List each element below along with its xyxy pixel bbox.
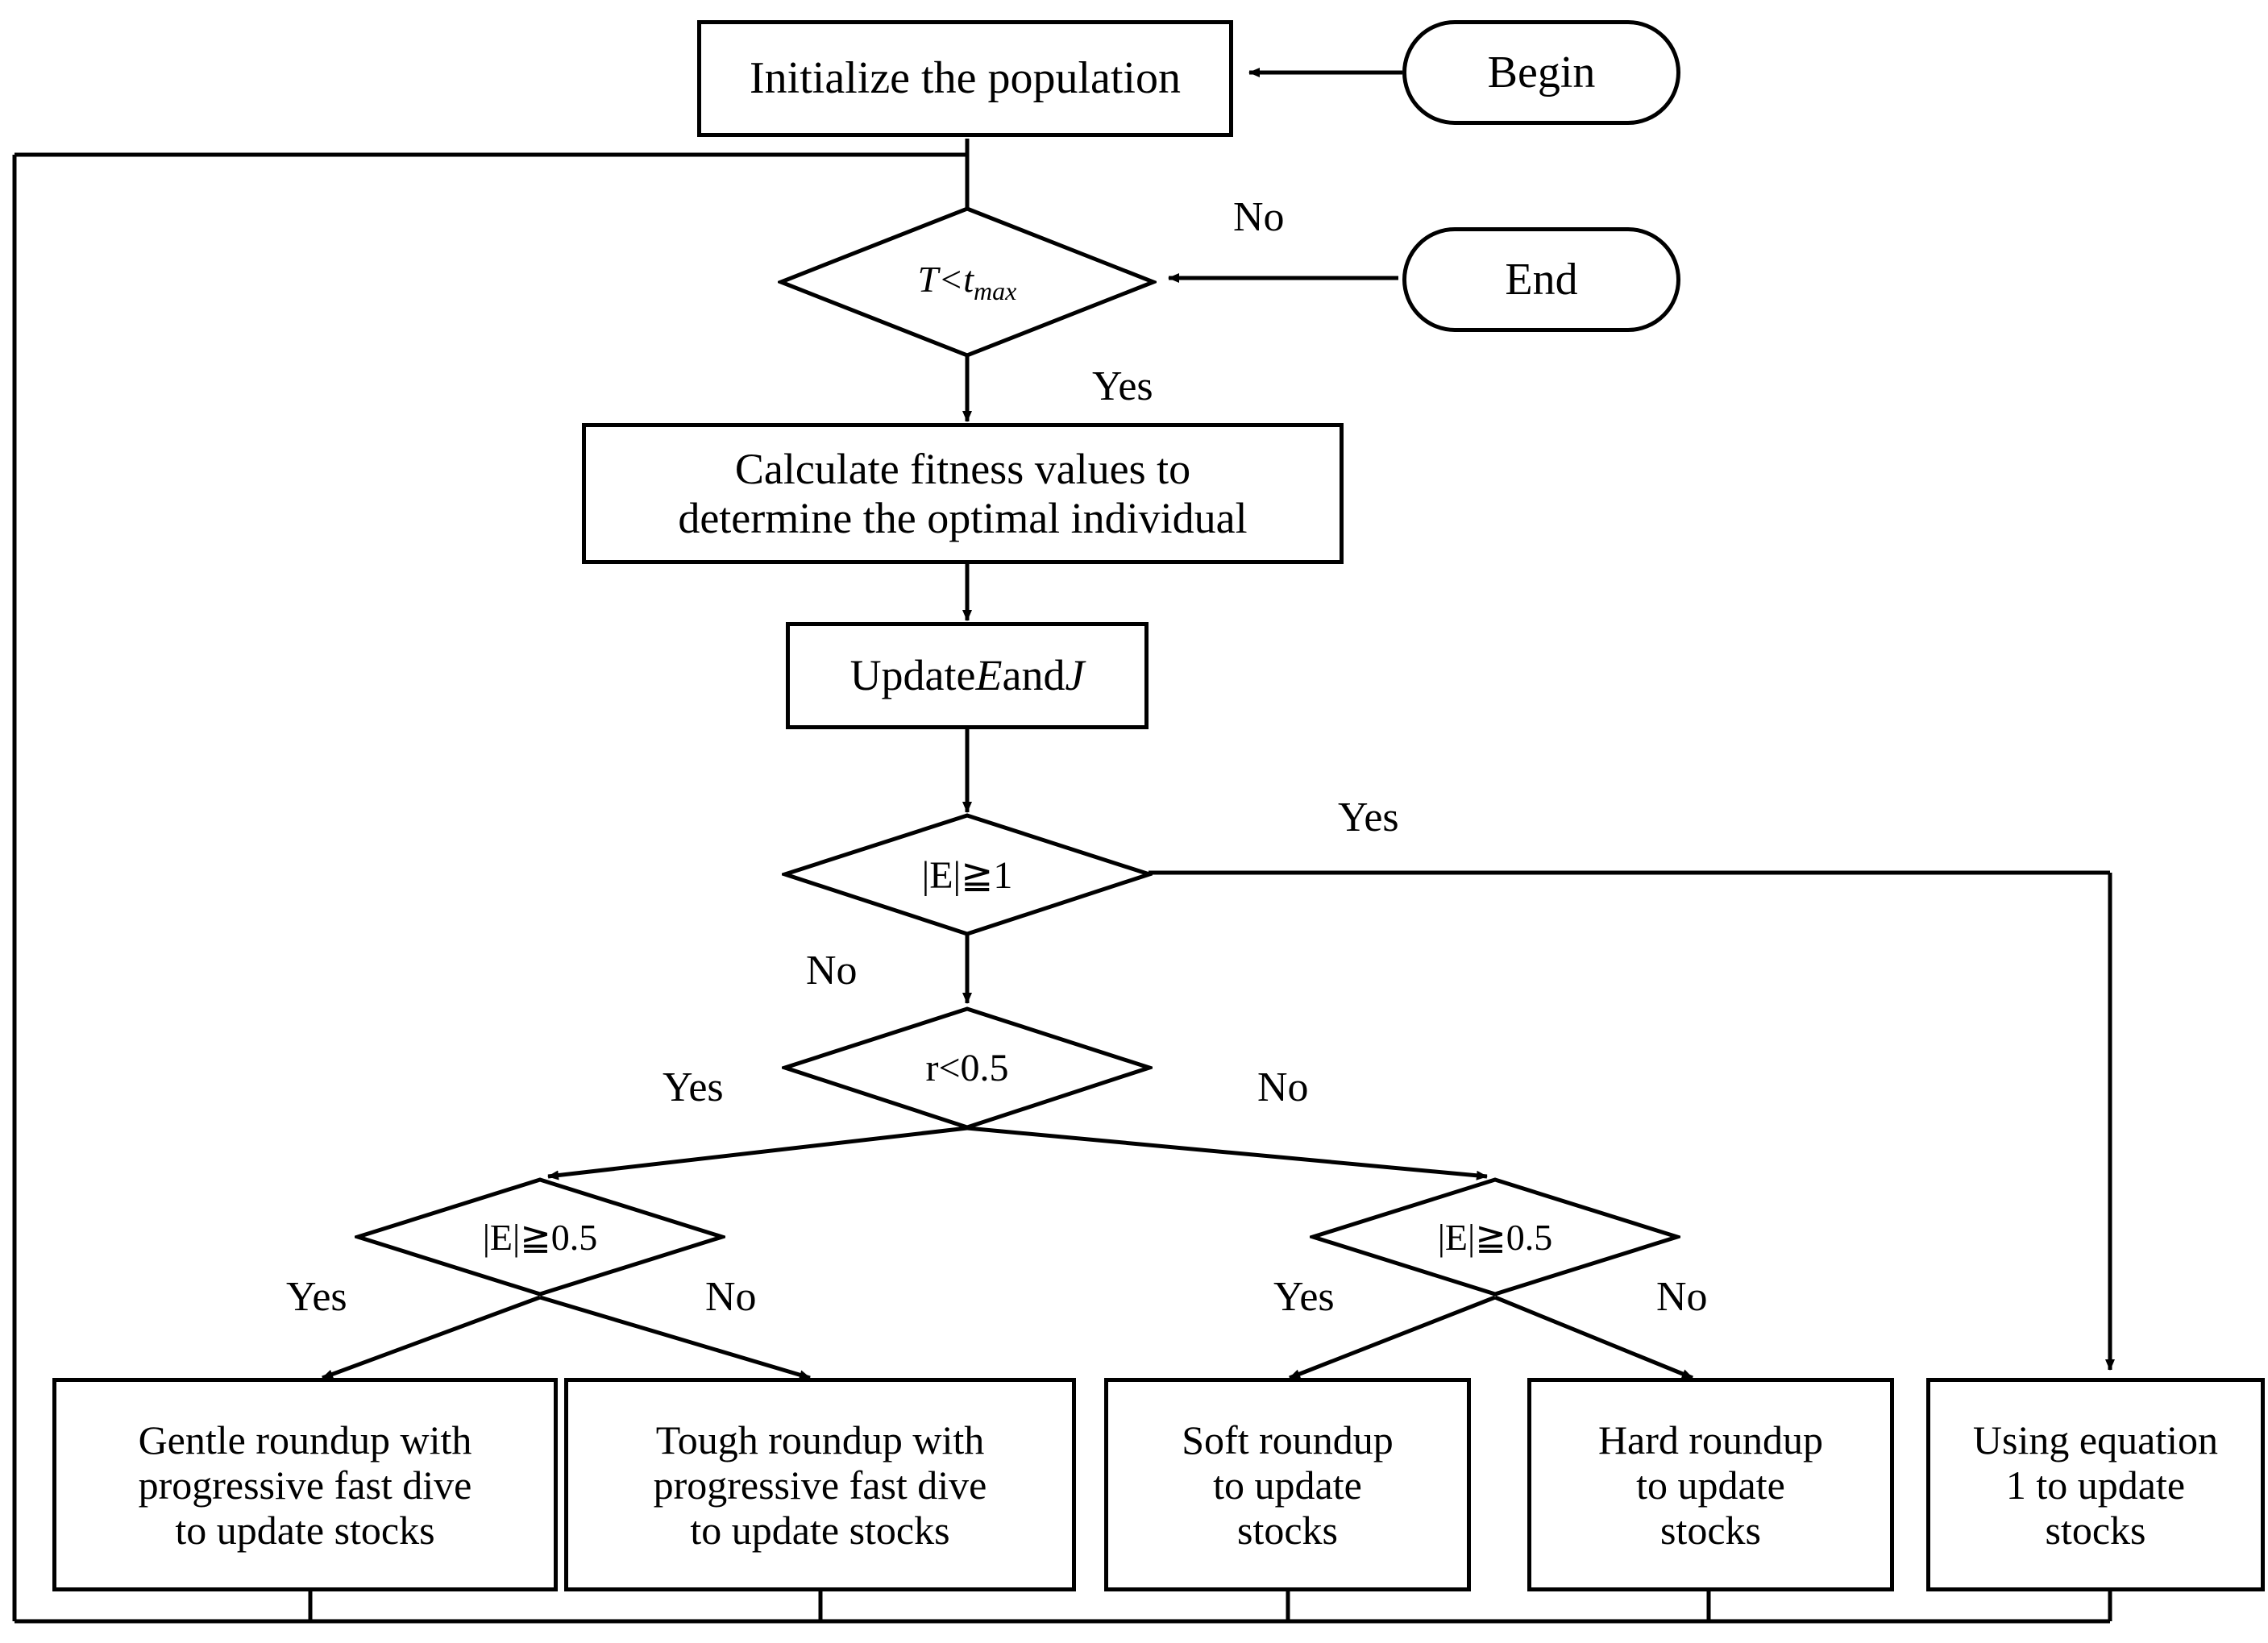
edge-label-t-no: No bbox=[1233, 194, 1285, 240]
decision-iteration-limit-label: T<t bbox=[917, 258, 974, 300]
diamond-shape bbox=[778, 206, 1157, 358]
edge-label-e1-yes: Yes bbox=[1338, 795, 1399, 840]
node-using-equation: Using equation 1 to update stocks bbox=[1926, 1378, 2265, 1591]
node-begin-label: Begin bbox=[1487, 48, 1596, 98]
decision-energy-ge-05-right: |E|≧0.5 bbox=[1310, 1176, 1680, 1297]
node-update-e-j-var1: E bbox=[975, 651, 1003, 700]
node-soft-roundup: Soft roundup to update stocks bbox=[1104, 1378, 1471, 1591]
node-hard-roundup: Hard roundup to update stocks bbox=[1527, 1378, 1894, 1591]
decision-energy-ge-1-label: |E|≧1 bbox=[921, 853, 1013, 897]
node-end-label: End bbox=[1505, 255, 1578, 305]
node-hard-roundup-line3: stocks bbox=[1660, 1507, 1761, 1553]
node-tough-roundup-line2: progressive fast dive bbox=[653, 1462, 987, 1508]
node-update-e-j-pre: Update bbox=[849, 651, 976, 700]
node-end: End bbox=[1402, 227, 1680, 332]
node-gentle-roundup-line1: Gentle roundup with bbox=[138, 1417, 472, 1463]
node-calculate-fitness: Calculate fitness values to determine th… bbox=[582, 423, 1344, 564]
edge-label-right-yes: Yes bbox=[1273, 1274, 1335, 1320]
node-initialize-population: Initialize the population bbox=[697, 20, 1233, 137]
diamond-shape bbox=[1310, 1177, 1680, 1297]
node-using-equation-line3: stocks bbox=[2045, 1507, 2146, 1553]
node-using-equation-line2: 1 to update bbox=[2005, 1462, 2186, 1508]
node-soft-roundup-line1: Soft roundup bbox=[1182, 1417, 1394, 1463]
edge-label-t-yes: Yes bbox=[1092, 363, 1153, 409]
node-soft-roundup-line2: to update bbox=[1213, 1462, 1362, 1508]
node-update-e-j-var2: J bbox=[1065, 651, 1085, 700]
node-calculate-fitness-line2: determine the optimal individual bbox=[678, 493, 1248, 542]
decision-iteration-limit-sub: max bbox=[974, 276, 1017, 306]
decision-random-lt-05-label: r<0.5 bbox=[925, 1047, 1009, 1089]
diamond-shape bbox=[782, 813, 1153, 936]
node-update-e-j: Update E and J bbox=[786, 622, 1149, 729]
decision-energy-ge-05-right-label: |E|≧0.5 bbox=[1437, 1217, 1553, 1258]
diamond-shape bbox=[355, 1177, 725, 1297]
node-gentle-roundup-line2: progressive fast dive bbox=[138, 1462, 472, 1508]
decision-energy-ge-05-left: |E|≧0.5 bbox=[355, 1176, 725, 1297]
edge-label-r-yes: Yes bbox=[663, 1064, 724, 1110]
node-hard-roundup-line1: Hard roundup bbox=[1597, 1417, 1824, 1463]
decision-random-lt-05: r<0.5 bbox=[782, 1006, 1153, 1131]
edge-label-e1-no: No bbox=[806, 948, 858, 994]
node-hard-roundup-line2: to update bbox=[1636, 1462, 1785, 1508]
node-tough-roundup: Tough roundup with progressive fast dive… bbox=[564, 1378, 1076, 1591]
edge-label-right-no: No bbox=[1656, 1274, 1708, 1320]
node-update-e-j-mid: and bbox=[1002, 651, 1065, 700]
edge-label-r-no: No bbox=[1257, 1064, 1309, 1110]
decision-energy-ge-05-left-label: |E|≧0.5 bbox=[482, 1217, 598, 1258]
node-initialize-population-label: Initialize the population bbox=[750, 53, 1181, 104]
edge-label-left-yes: Yes bbox=[286, 1274, 347, 1320]
node-tough-roundup-line3: to update stocks bbox=[690, 1507, 950, 1553]
decision-energy-ge-1: |E|≧1 bbox=[782, 812, 1153, 937]
edge-label-left-no: No bbox=[705, 1274, 757, 1320]
node-gentle-roundup-line3: to update stocks bbox=[175, 1507, 435, 1553]
diamond-shape bbox=[782, 1006, 1153, 1130]
node-calculate-fitness-line1: Calculate fitness values to bbox=[734, 445, 1191, 494]
node-gentle-roundup: Gentle roundup with progressive fast div… bbox=[52, 1378, 558, 1591]
decision-iteration-limit: T<tmax bbox=[778, 205, 1157, 359]
node-begin: Begin bbox=[1402, 20, 1680, 125]
node-soft-roundup-line3: stocks bbox=[1237, 1507, 1338, 1553]
node-using-equation-line1: Using equation bbox=[1972, 1417, 2219, 1463]
node-tough-roundup-line1: Tough roundup with bbox=[655, 1417, 985, 1463]
